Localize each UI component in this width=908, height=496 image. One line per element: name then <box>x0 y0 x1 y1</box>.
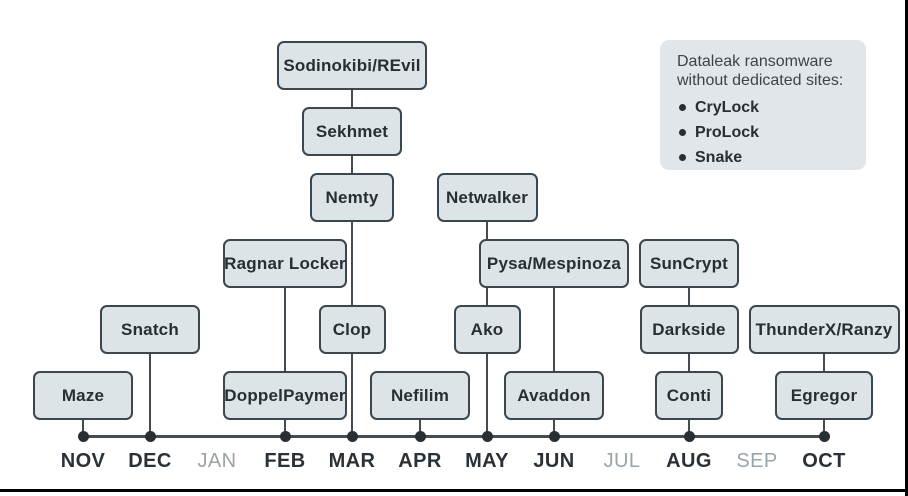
timeline-dot <box>818 431 830 442</box>
timeline-dot <box>346 431 358 442</box>
node-label: Ragnar Locker <box>224 253 346 273</box>
month-label-nov: NOV <box>60 450 106 472</box>
month-label-sep: SEP <box>736 450 778 472</box>
node-label: Nemty <box>325 187 379 207</box>
month-label-apr: APR <box>398 450 442 472</box>
ransomware-node: ThunderX/Ranzy <box>748 305 900 354</box>
ransomware-node: Conti <box>655 371 723 420</box>
timeline-dot <box>414 431 426 442</box>
ransomware-node: Nemty <box>310 173 394 222</box>
ransomware-node: Avaddon <box>504 371 604 420</box>
node-label: Netwalker <box>445 187 529 207</box>
node-label: SunCrypt <box>649 253 729 273</box>
node-label: Avaddon <box>517 385 591 405</box>
frame-right-edge <box>905 0 908 496</box>
legend-item-label: Snake <box>695 149 743 166</box>
timeline-dot <box>683 431 695 442</box>
month-label-oct: OCT <box>802 450 846 472</box>
node-label: Egregor <box>790 385 858 405</box>
connector-line <box>149 330 151 437</box>
ransomware-node: Sodinokibi/REvil <box>277 41 427 90</box>
node-label: DoppelPaymer <box>224 385 346 405</box>
timeline-dot <box>548 431 560 442</box>
legend-item: CryLock <box>677 95 854 120</box>
bullet-icon <box>679 104 686 111</box>
connector-line <box>351 66 353 437</box>
legend-item-label: CryLock <box>695 99 760 116</box>
timeline-dot <box>144 431 156 442</box>
node-label: Pysa/Mespinoza <box>486 253 622 273</box>
timeline-dot <box>481 431 493 442</box>
ransomware-node: Pysa/Mespinoza <box>479 239 629 288</box>
ransomware-node: SunCrypt <box>639 239 739 288</box>
month-label-mar: MAR <box>328 450 376 472</box>
ransomware-node: Ako <box>453 305 521 354</box>
node-label: Sekhmet <box>315 121 389 141</box>
node-label: Snatch <box>121 319 179 339</box>
node-label: Nefilim <box>390 385 450 405</box>
ransomware-node: Netwalker <box>436 173 538 222</box>
timeline-axis <box>82 435 825 438</box>
legend-item: ProLock <box>677 120 854 145</box>
month-label-feb: FEB <box>264 450 306 472</box>
bullet-icon <box>679 154 686 161</box>
frame-bottom-edge <box>0 489 908 492</box>
month-label-jun: JUN <box>533 450 575 472</box>
ransomware-node: Maze <box>33 371 133 420</box>
legend-title-line2: without dedicated sites: <box>677 72 844 89</box>
ransomware-node: DoppelPaymer <box>223 371 347 420</box>
timeline-dot <box>77 431 89 442</box>
legend-panel: Dataleak ransomware without dedicated si… <box>660 40 866 170</box>
legend-item: Snake <box>677 145 854 170</box>
month-label-jan: JAN <box>197 450 237 472</box>
node-label: Clop <box>332 319 372 339</box>
connector-line <box>553 264 555 437</box>
ransomware-node: Sekhmet <box>302 107 402 156</box>
ransomware-node: Darkside <box>639 305 739 354</box>
ransomware-node: Clop <box>318 305 386 354</box>
month-label-may: MAY <box>465 450 509 472</box>
legend-item-label: ProLock <box>695 124 760 141</box>
ransomware-node: Ragnar Locker <box>223 239 347 288</box>
node-label: Ako <box>470 319 504 339</box>
node-label: Sodinokibi/REvil <box>283 55 421 75</box>
bullet-icon <box>679 129 686 136</box>
ransomware-node: Egregor <box>775 371 873 420</box>
connector-line <box>284 264 286 437</box>
month-label-jul: JUL <box>603 450 641 472</box>
node-label: ThunderX/Ranzy <box>755 319 893 339</box>
ransomware-node: Nefilim <box>370 371 470 420</box>
month-label-dec: DEC <box>128 450 172 472</box>
timeline-dot <box>279 431 291 442</box>
node-label: Maze <box>61 385 105 405</box>
legend-title-line1: Dataleak ransomware <box>677 53 833 70</box>
ransomware-node: Snatch <box>100 305 200 354</box>
month-label-aug: AUG <box>666 450 712 472</box>
node-label: Darkside <box>652 319 726 339</box>
node-label: Conti <box>666 385 712 405</box>
